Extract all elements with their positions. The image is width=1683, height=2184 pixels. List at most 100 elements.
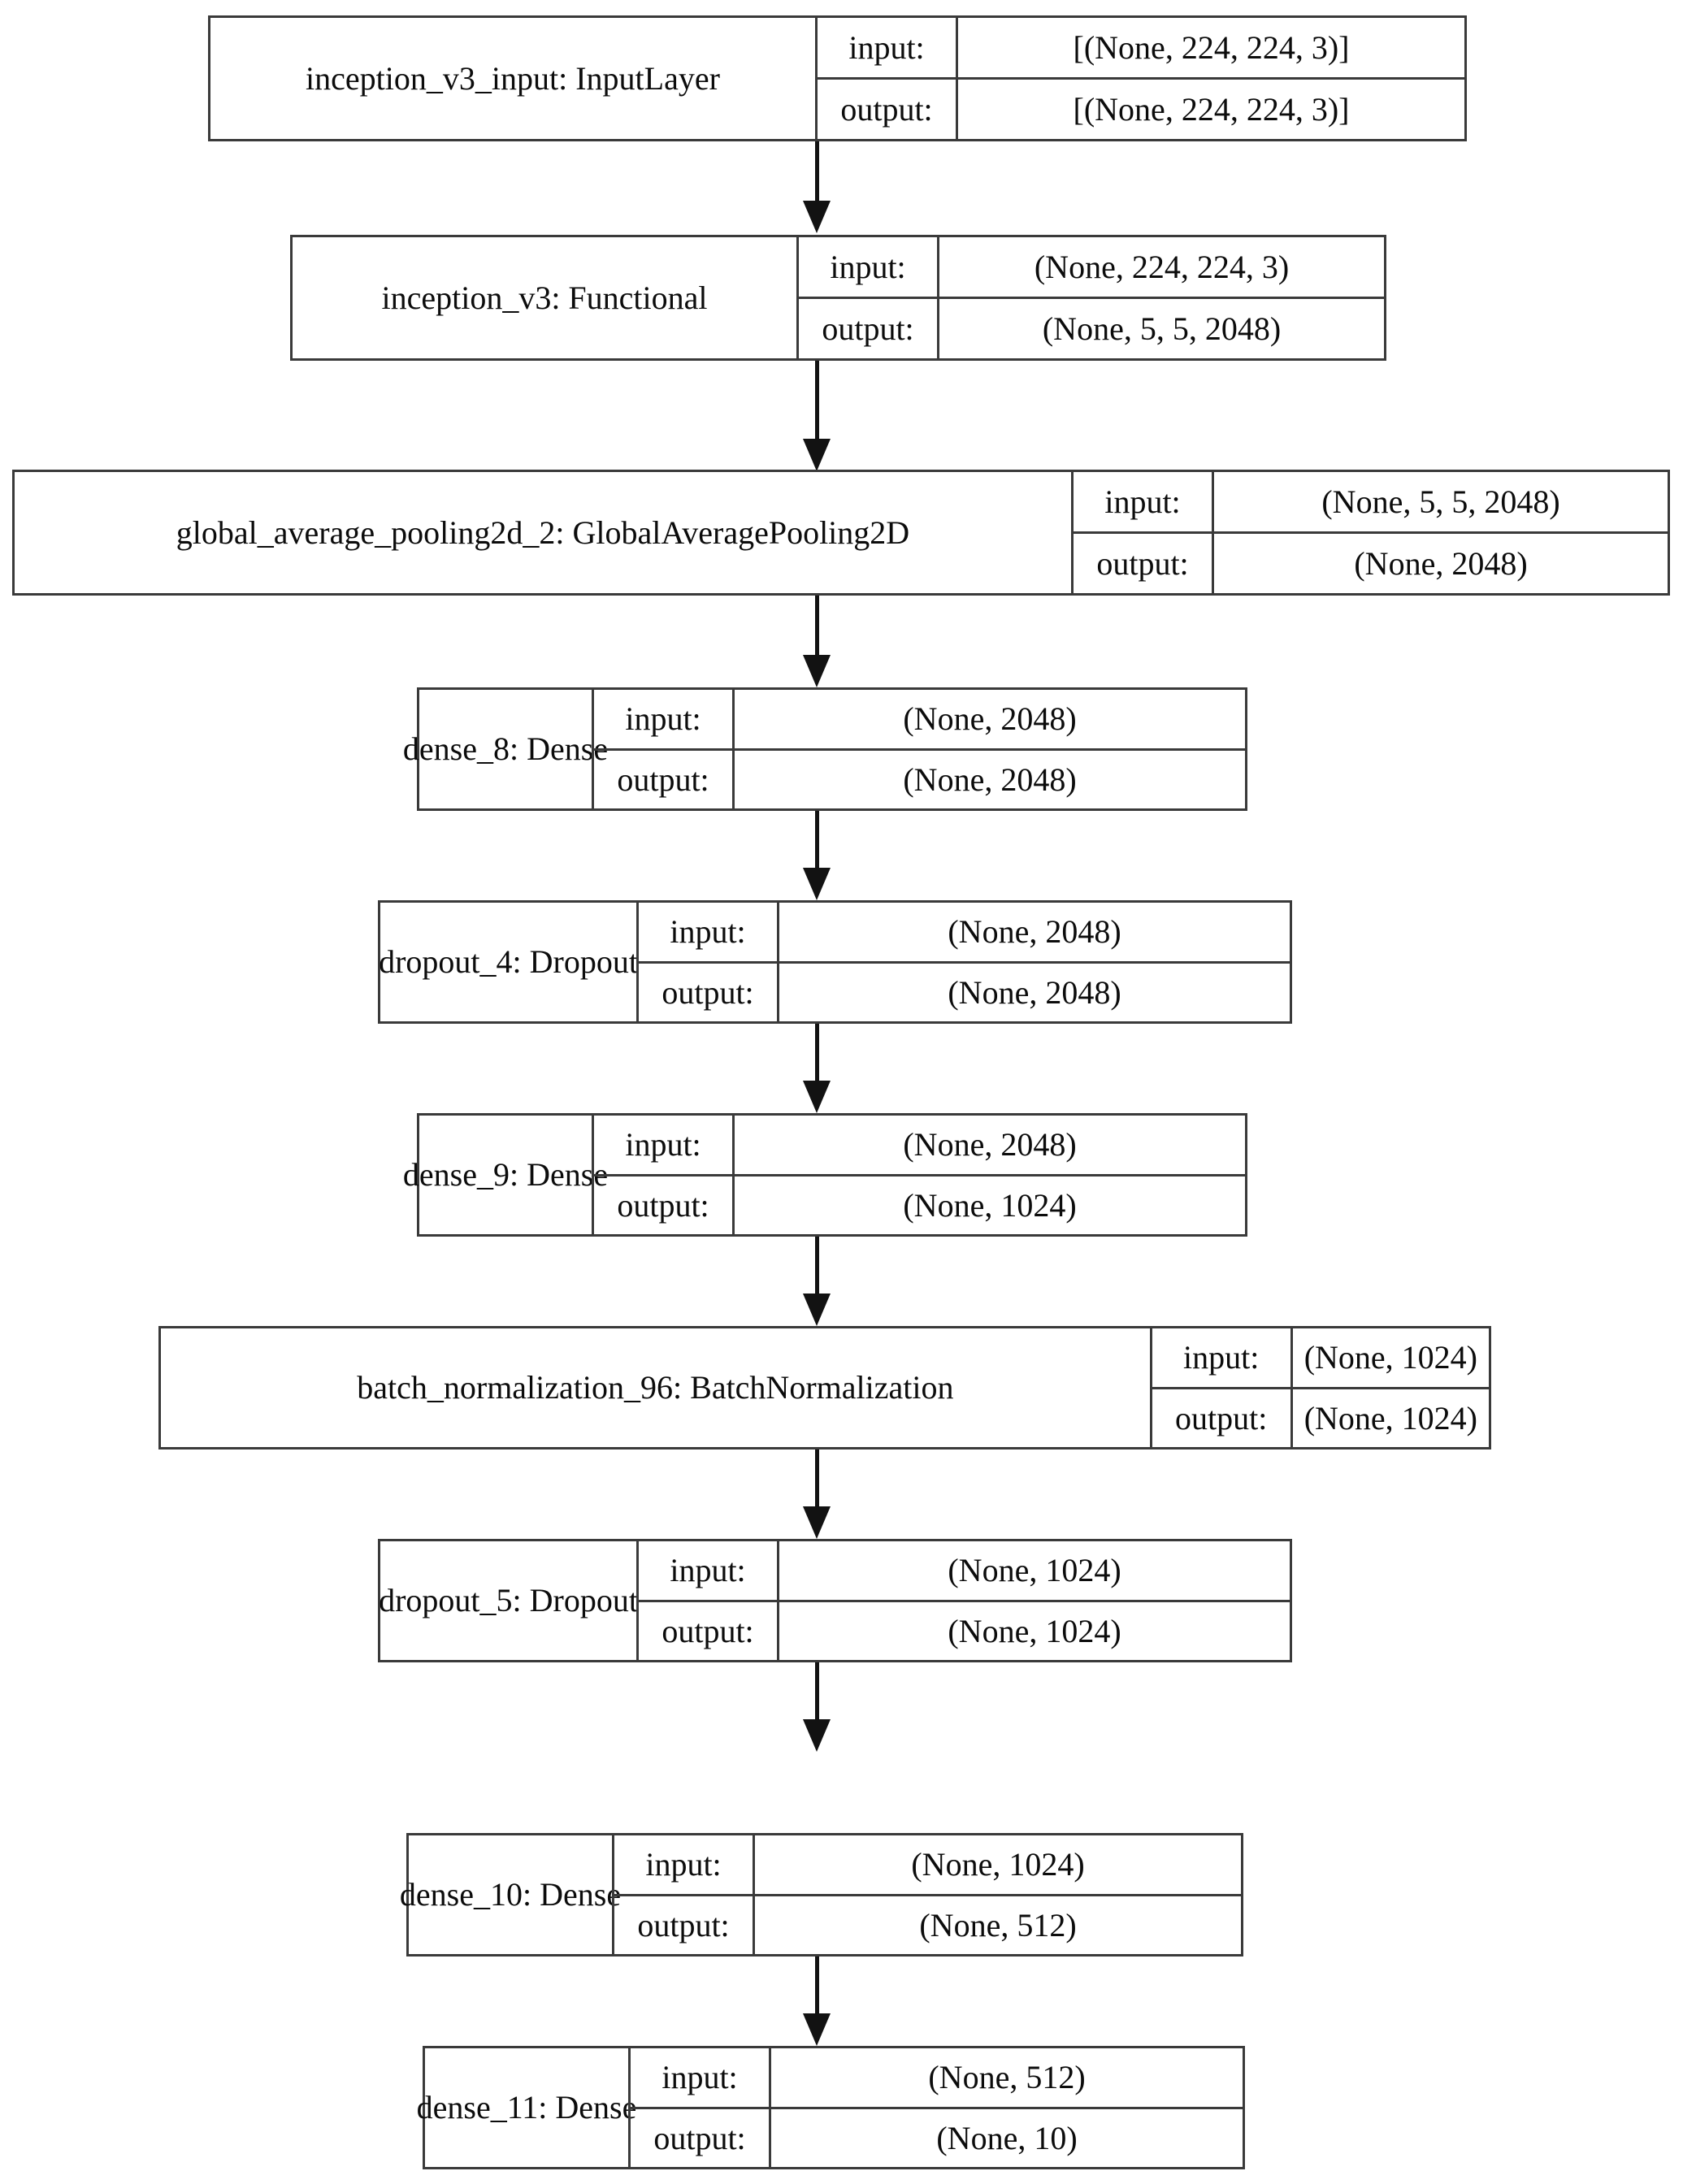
input-label: input: [661,2059,738,2096]
edge-shaft [814,361,819,442]
output-shape: (None, 512) [753,1896,1241,1954]
node-output-row: output: (None, 1024) [639,1601,1290,1660]
edge-arrowhead [803,2013,831,2046]
node-io-table: input: [(None, 224, 224, 3)] output: [(N… [815,18,1464,139]
input-label: input: [830,249,906,285]
node-output-row: output: (None, 2048) [594,750,1245,808]
node-output-row: output: (None, 1024) [1152,1389,1489,1447]
input-label: input: [848,29,925,66]
output-label: output: [822,310,914,347]
input-shape: (None, 1024) [753,1835,1241,1894]
edge-shaft [814,811,819,873]
input-label: input: [625,700,701,738]
input-shape: (None, 1024) [777,1541,1290,1600]
output-label: output: [637,1906,730,1944]
node-io-table: input: (None, 2048) output: (None, 2048) [636,903,1290,1021]
edge-dropout-5-to-dense-10 [800,1662,833,1752]
node-io-table: input: (None, 1024) output: (None, 512) [612,1835,1241,1954]
edge-global-average-pooling2d-2-to-dense-8 [800,596,833,687]
edge-arrowhead [803,655,831,687]
edge-arrowhead [803,1506,831,1539]
node-io-table: input: (None, 2048) output: (None, 1024) [592,1116,1245,1234]
node-name: inception_v3: Functional [381,279,708,316]
node-input-row: input: [(None, 224, 224, 3)] [818,18,1464,80]
input-shape: (None, 2048) [777,903,1290,961]
edge-inception-v3-to-global-average-pooling2d-2 [800,361,833,471]
edge-arrowhead [803,1719,831,1752]
input-label: input: [670,1552,746,1589]
output-label: output: [1096,545,1189,582]
node-io-table: input: (None, 1024) output: (None, 1024) [1149,1328,1489,1447]
edge-arrowhead [803,1081,831,1113]
node-io-table: input: (None, 512) output: (None, 10) [628,2048,1243,2167]
node-dropout-4[interactable]: dropout_4: Dropout input: (None, 2048) o… [378,900,1292,1024]
node-dense-8[interactable]: dense_8: Dense input: (None, 2048) outpu… [402,687,1247,811]
output-shape: (None, 10) [769,2108,1243,2167]
node-name: batch_normalization_96: BatchNormalizati… [357,1369,954,1406]
edge-arrowhead [803,868,831,900]
node-batch-normalization-96[interactable]: batch_normalization_96: BatchNormalizati… [158,1326,1491,1450]
edge-dropout-4-to-dense-9 [800,1024,833,1113]
edge-inception-v3-input-to-inception-v3 [800,141,833,233]
node-name: dense_8: Dense [402,730,609,767]
node-io-table: input: (None, 224, 224, 3) output: (None… [796,237,1384,358]
node-name: dense_10: Dense [399,1876,622,1913]
input-label: input: [670,913,746,951]
node-output-row: output: (None, 1024) [594,1176,1245,1234]
output-shape: (None, 1024) [1290,1389,1489,1447]
node-dense-9[interactable]: dense_9: Dense input: (None, 2048) outpu… [402,1113,1247,1237]
input-shape: (None, 1024) [1290,1328,1489,1387]
edge-arrowhead [803,201,831,233]
edge-shaft [814,1237,819,1298]
output-label: output: [840,91,933,128]
node-name: dense_11: Dense [416,2089,637,2126]
output-shape: (None, 2048) [1212,534,1668,593]
edge-dense-10-to-dense-11 [800,1956,833,2046]
node-input-row: input: (None, 2048) [594,1116,1245,1176]
input-label: input: [1104,483,1181,520]
node-output-row: output: (None, 2048) [639,963,1290,1021]
node-dense-10[interactable]: dense_10: Dense input: (None, 1024) outp… [399,1833,1243,1956]
input-shape: [(None, 224, 224, 3)] [956,18,1464,77]
input-shape: (None, 5, 5, 2048) [1212,472,1668,531]
node-inception-v3[interactable]: inception_v3: Functional input: (None, 2… [290,235,1386,361]
edge-shaft [814,1956,819,2018]
input-label: input: [1183,1339,1260,1376]
node-output-row: output: (None, 512) [614,1896,1241,1954]
node-input-row: input: (None, 1024) [614,1835,1241,1896]
edge-dense-9-to-batch-normalization-96 [800,1237,833,1326]
node-input-row: input: (None, 2048) [594,690,1245,751]
output-label: output: [1175,1399,1268,1436]
output-label: output: [661,973,754,1011]
output-label: output: [617,1186,709,1224]
node-inception-v3-input[interactable]: inception_v3_input: InputLayer input: [(… [208,15,1467,141]
input-shape: (None, 512) [769,2048,1243,2107]
node-global-average-pooling2d-2[interactable]: global_average_pooling2d_2: GlobalAverag… [12,470,1670,596]
node-name: dense_9: Dense [402,1156,609,1193]
output-shape: (None, 2048) [732,750,1245,808]
edge-shaft [814,596,819,659]
node-input-row: input: (None, 2048) [639,903,1290,964]
node-output-row: output: (None, 5, 5, 2048) [799,299,1384,358]
input-shape: (None, 224, 224, 3) [937,237,1384,297]
output-shape: (None, 2048) [777,963,1290,1021]
node-name: global_average_pooling2d_2: GlobalAverag… [176,514,910,551]
edge-arrowhead [803,439,831,471]
node-input-row: input: (None, 1024) [1152,1328,1489,1389]
node-io-table: input: (None, 1024) output: (None, 1024) [636,1541,1290,1660]
edge-shaft [814,1450,819,1511]
node-dense-11[interactable]: dense_11: Dense input: (None, 512) outpu… [416,2046,1245,2169]
output-label: output: [653,2119,746,2156]
node-name: dropout_4: Dropout [379,943,638,980]
output-label: output: [661,1612,754,1649]
node-io-table: input: (None, 5, 5, 2048) output: (None,… [1071,472,1668,593]
output-label: output: [617,760,709,798]
output-shape: (None, 1024) [732,1176,1245,1234]
node-dropout-5[interactable]: dropout_5: Dropout input: (None, 1024) o… [378,1539,1292,1662]
edge-batch-normalization-96-to-dropout-5 [800,1450,833,1539]
output-shape: (None, 1024) [777,1601,1290,1660]
edge-shaft [814,1024,819,1086]
node-io-table: input: (None, 2048) output: (None, 2048) [592,690,1245,808]
input-shape: (None, 2048) [732,690,1245,748]
